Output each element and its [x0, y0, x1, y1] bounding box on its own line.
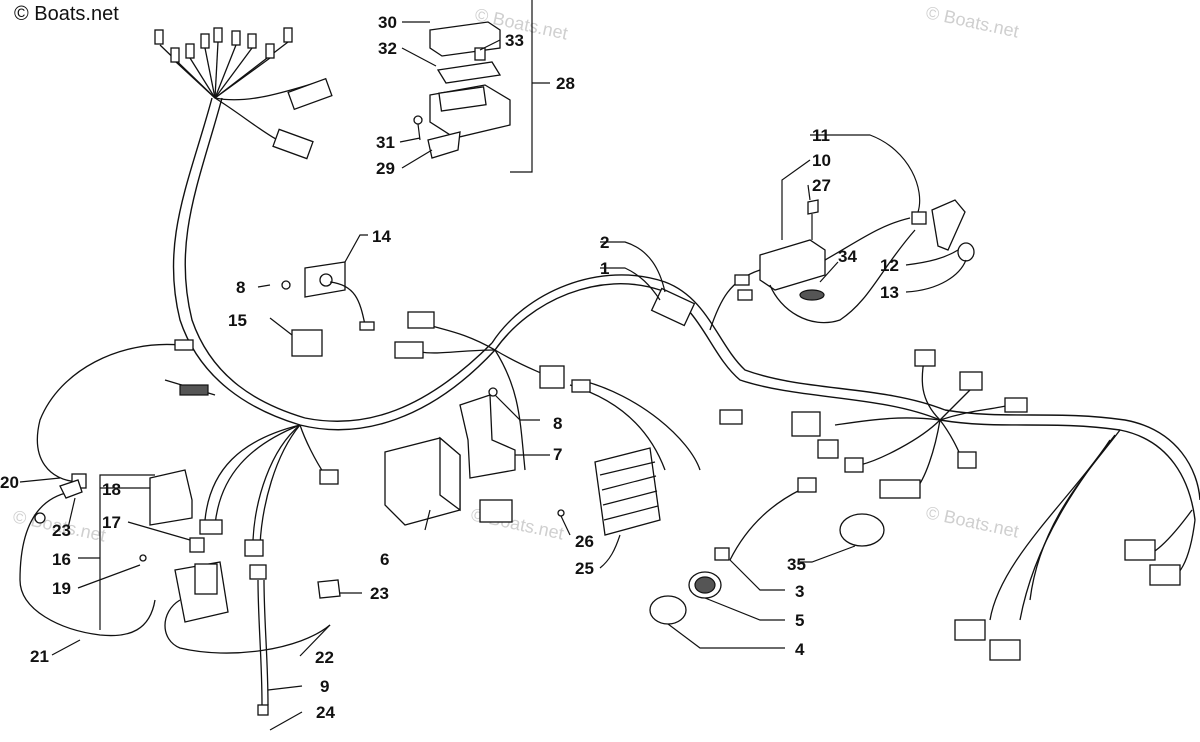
callout-15: 15	[228, 311, 247, 330]
callout-24: 24	[316, 703, 335, 722]
callout-19: 19	[52, 579, 71, 598]
watermark-faint: © Boats.net	[924, 2, 1020, 41]
ground-cable	[36, 339, 216, 489]
callout-23: 23	[52, 521, 71, 540]
sensor-cables	[954, 429, 1196, 661]
switch-and-light	[649, 477, 885, 625]
callout-29: 29	[376, 159, 395, 178]
top-wire-fan	[154, 27, 333, 160]
hose-clamp	[839, 513, 885, 547]
callout-26: 26	[575, 532, 594, 551]
callout-14: 14	[372, 227, 391, 246]
callout-17: 17	[102, 513, 121, 532]
callout-2: 2	[600, 233, 609, 252]
callout-8b: 8	[553, 414, 562, 433]
relay	[291, 329, 323, 357]
watermark-main: © Boats.net	[14, 3, 119, 25]
callout-32: 32	[378, 39, 397, 58]
callout-28: 28	[556, 74, 575, 93]
callout-6: 6	[380, 550, 389, 569]
switch-plate	[281, 261, 375, 331]
callout-10: 10	[812, 151, 831, 170]
leader-lines	[19, 21, 967, 731]
battery-cable	[19, 479, 156, 637]
callout-3: 3	[795, 582, 804, 601]
lower-wire-bundle	[199, 424, 339, 716]
callout-labels: 30 32 33 28 31 29 14 8 15 2 1 11 10 27 3…	[0, 13, 899, 722]
callout-12: 12	[880, 256, 899, 275]
mounting-bracket	[459, 387, 516, 479]
fuse-block-cover	[429, 21, 501, 57]
callout-1: 1	[600, 259, 609, 278]
callout-18: 18	[102, 480, 121, 499]
fuse-block-gasket	[436, 61, 502, 84]
callout-22: 22	[315, 648, 334, 667]
callout-16: 16	[52, 550, 71, 569]
cdi-box	[384, 436, 461, 526]
callout-8: 8	[236, 278, 245, 297]
callout-7: 7	[553, 445, 562, 464]
callout-4: 4	[795, 640, 805, 659]
terminal-boot	[317, 579, 341, 599]
callout-33: 33	[505, 31, 524, 50]
callout-21: 21	[30, 647, 49, 666]
watermark-faint: © Boats.net	[924, 502, 1020, 541]
callout-13: 13	[880, 283, 899, 302]
callout-9: 9	[320, 677, 329, 696]
harness-connector	[650, 287, 696, 327]
fuse-block-assembly	[413, 0, 550, 173]
callout-31: 31	[376, 133, 395, 152]
callout-25: 25	[575, 559, 594, 578]
solenoid-cover	[149, 469, 193, 526]
callout-20: 20	[0, 473, 19, 492]
callout-30: 30	[378, 13, 397, 32]
callout-27: 27	[812, 176, 831, 195]
callout-11: 11	[812, 126, 830, 145]
main-wiring-harness	[172, 97, 1200, 521]
callout-23b: 23	[370, 584, 389, 603]
callout-5: 5	[795, 611, 804, 630]
right-connector-cluster	[791, 349, 1028, 499]
voltage-regulator	[557, 379, 743, 536]
center-connectors	[394, 311, 565, 523]
callout-35: 35	[787, 555, 806, 574]
starter-solenoid-group	[99, 469, 331, 654]
callout-34: 34	[838, 247, 857, 266]
ignition-coil	[709, 199, 975, 331]
